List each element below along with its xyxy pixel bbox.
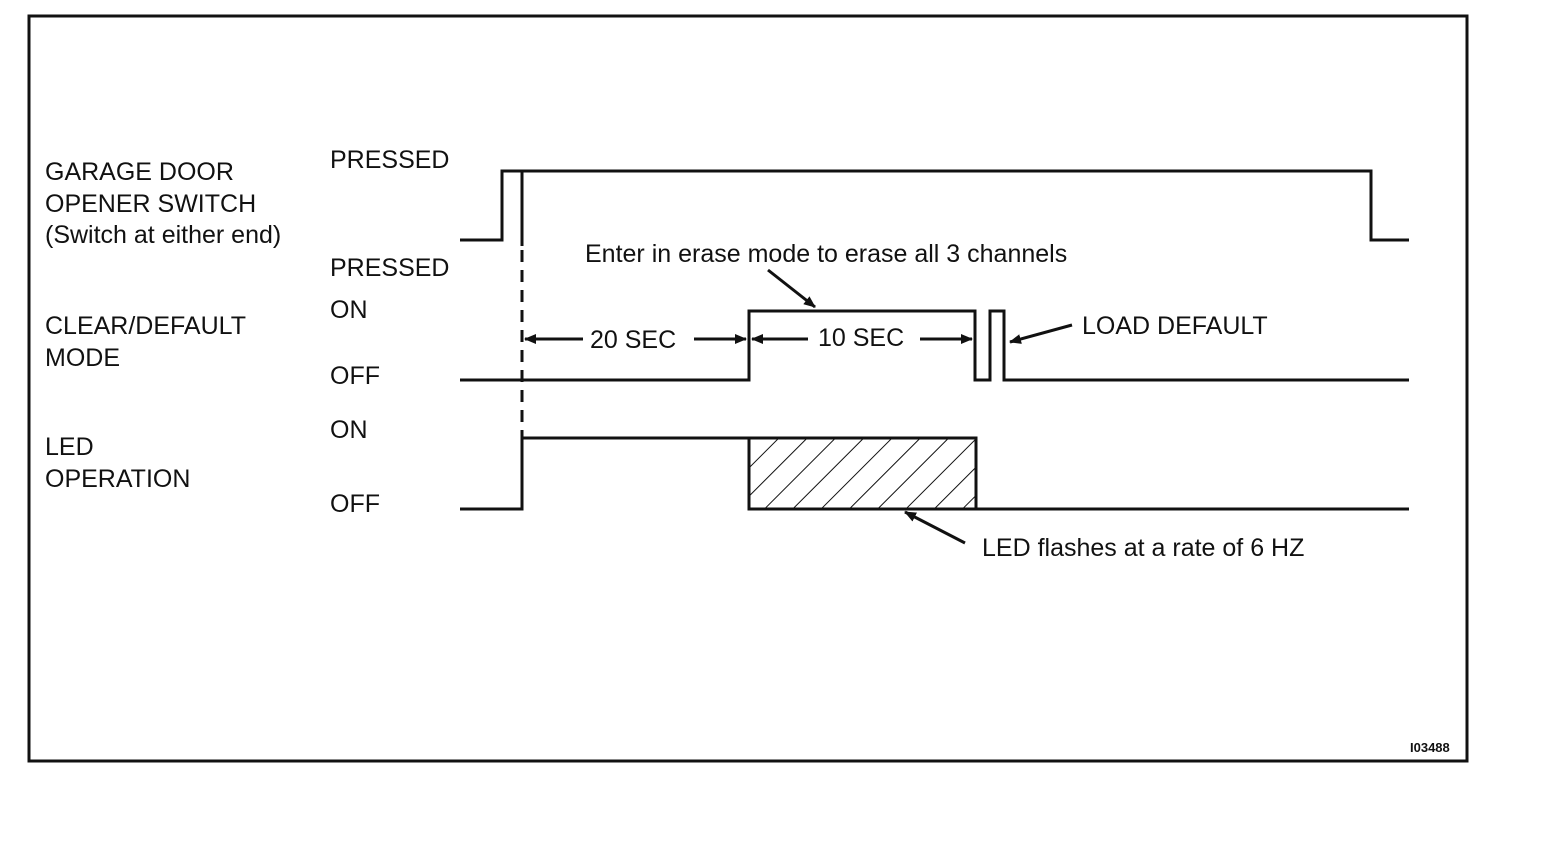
led-waveform (460, 436, 749, 511)
led-flash-arrow (904, 510, 966, 545)
diagram-frame (27, 14, 1469, 763)
led-flash-note: LED flashes at a rate of 6 HZ (982, 534, 1304, 562)
garage-door-waveform (460, 169, 1409, 242)
led-label-line2: OPERATION (45, 465, 190, 493)
clear-default-label-line1: CLEAR/DEFAULT (45, 312, 246, 340)
clear-default-level-high: ON (330, 296, 368, 324)
led-level-low: OFF (330, 490, 380, 518)
erase-mode-note: Enter in erase mode to erase all 3 chann… (585, 240, 1067, 268)
figure-id: I03488 (1410, 740, 1450, 755)
garage-door-label-line1: GARAGE DOOR (45, 158, 234, 186)
clear-default-level-low: OFF (330, 362, 380, 390)
clear-default-label-line2: MODE (45, 344, 120, 372)
garage-door-level-high: PRESSED (330, 146, 449, 174)
erase-mode-arrow (767, 268, 816, 309)
clear-default-waveform (460, 309, 1409, 382)
load-default-label: LOAD DEFAULT (1082, 312, 1268, 340)
interval-20-label: 20 SEC (590, 326, 676, 354)
led-flashing-block (747, 436, 978, 511)
interval-10-label: 10 SEC (818, 324, 904, 352)
led-label-line1: LED (45, 433, 94, 461)
load-default-arrow (1009, 323, 1073, 344)
garage-door-label-line3: (Switch at either end) (45, 221, 281, 249)
led-level-high: ON (330, 416, 368, 444)
garage-door-level-low: PRESSED (330, 254, 449, 282)
garage-door-label-line2: OPENER SWITCH (45, 190, 256, 218)
